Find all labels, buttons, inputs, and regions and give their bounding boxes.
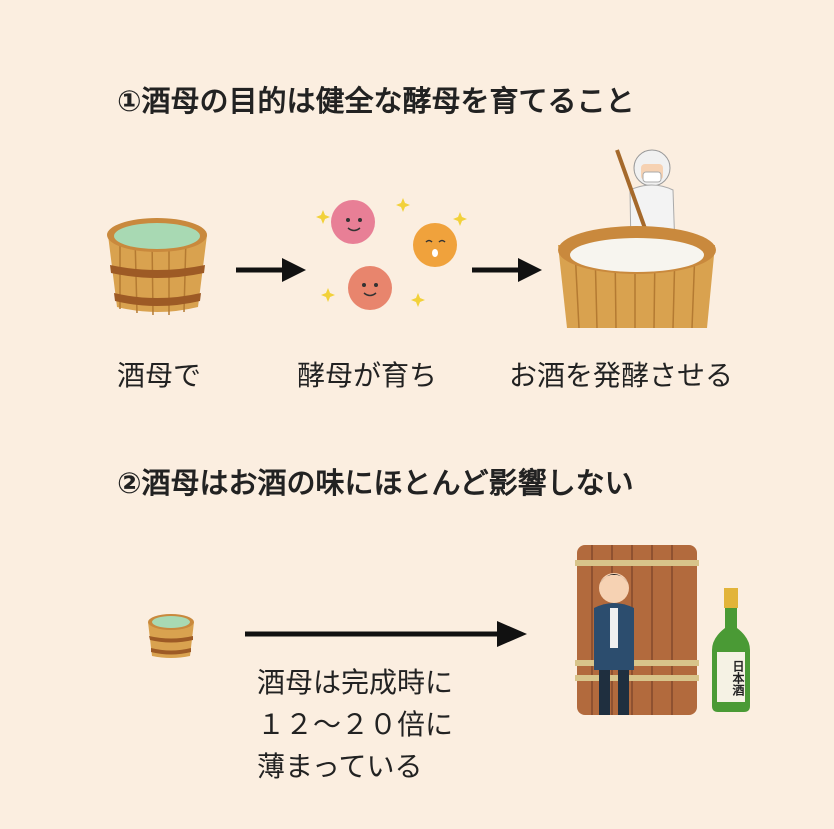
note-line-2: １２～２０倍に xyxy=(257,708,454,741)
section2-heading: ②酒母はお酒の味にほとんど影響しない xyxy=(117,466,634,500)
small-shubo-tub-illustration xyxy=(148,614,194,658)
arrow-right-icon xyxy=(472,258,542,282)
long-arrow-right-icon xyxy=(245,621,527,647)
caption-ferment: お酒を発酵させる xyxy=(509,359,734,392)
note-line-1: 酒母は完成時に xyxy=(257,666,454,699)
bottle-label: 日本酒 xyxy=(731,660,745,696)
shubo-tub-illustration xyxy=(107,218,207,316)
brewing-vat-illustration xyxy=(575,545,699,715)
caption-shubo: 酒母で xyxy=(117,359,202,392)
caption-yeast-grows: 酵母が育ち xyxy=(297,359,438,392)
note-line-3: 薄まっている xyxy=(257,750,423,783)
yeast-illustration xyxy=(316,198,467,310)
brewer-tank-illustration xyxy=(558,149,716,329)
arrow-right-icon xyxy=(236,258,306,282)
sake-bottle-illustration xyxy=(712,588,750,712)
section1-heading: ①酒母の目的は健全な酵母を育てること xyxy=(117,84,635,118)
dilution-note: 酒母は完成時に １２～２０倍に 薄まっている xyxy=(257,662,453,788)
